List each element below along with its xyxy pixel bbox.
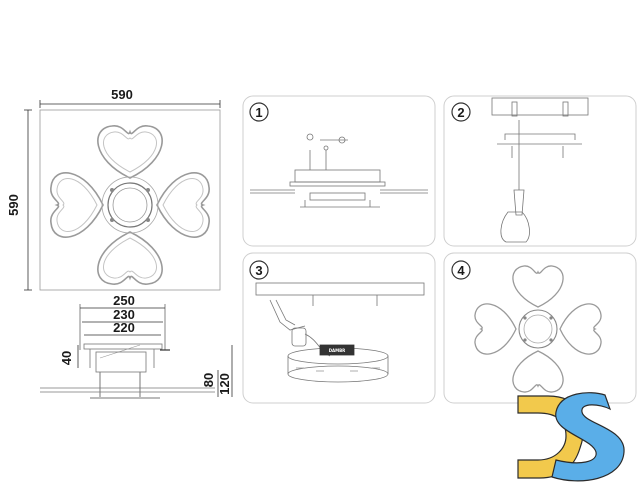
side-view: 250 230 220 40 80 120 bbox=[40, 293, 233, 399]
dim-side-width-outer: 250 bbox=[113, 293, 135, 308]
step-number-4: 4 bbox=[457, 263, 465, 278]
step-panel-2: 2 bbox=[443, 95, 637, 247]
dim-side-height-total: 120 bbox=[217, 373, 232, 395]
lamp-top-outline bbox=[50, 125, 210, 285]
ds-logo bbox=[517, 392, 625, 482]
step-number-1: 1 bbox=[255, 105, 262, 120]
top-view: 590 590 bbox=[6, 87, 221, 291]
installed-lamp-outline bbox=[474, 265, 602, 393]
step-number-2: 2 bbox=[457, 105, 464, 120]
driver-label: DAMBR bbox=[329, 348, 346, 353]
step-panel-3: 3 DAMBR bbox=[242, 252, 436, 404]
dim-side-width-inner: 220 bbox=[113, 320, 135, 335]
step-panel-1: 1 bbox=[242, 95, 436, 247]
step-panel-4: 4 bbox=[443, 252, 637, 404]
dim-side-height-base: 40 bbox=[59, 351, 74, 365]
dim-top-width: 590 bbox=[111, 87, 133, 102]
step-number-3: 3 bbox=[255, 263, 262, 278]
dim-top-height: 590 bbox=[6, 194, 21, 216]
dim-side-width-mid: 230 bbox=[113, 307, 135, 322]
dim-side-height-mid: 80 bbox=[201, 373, 216, 387]
